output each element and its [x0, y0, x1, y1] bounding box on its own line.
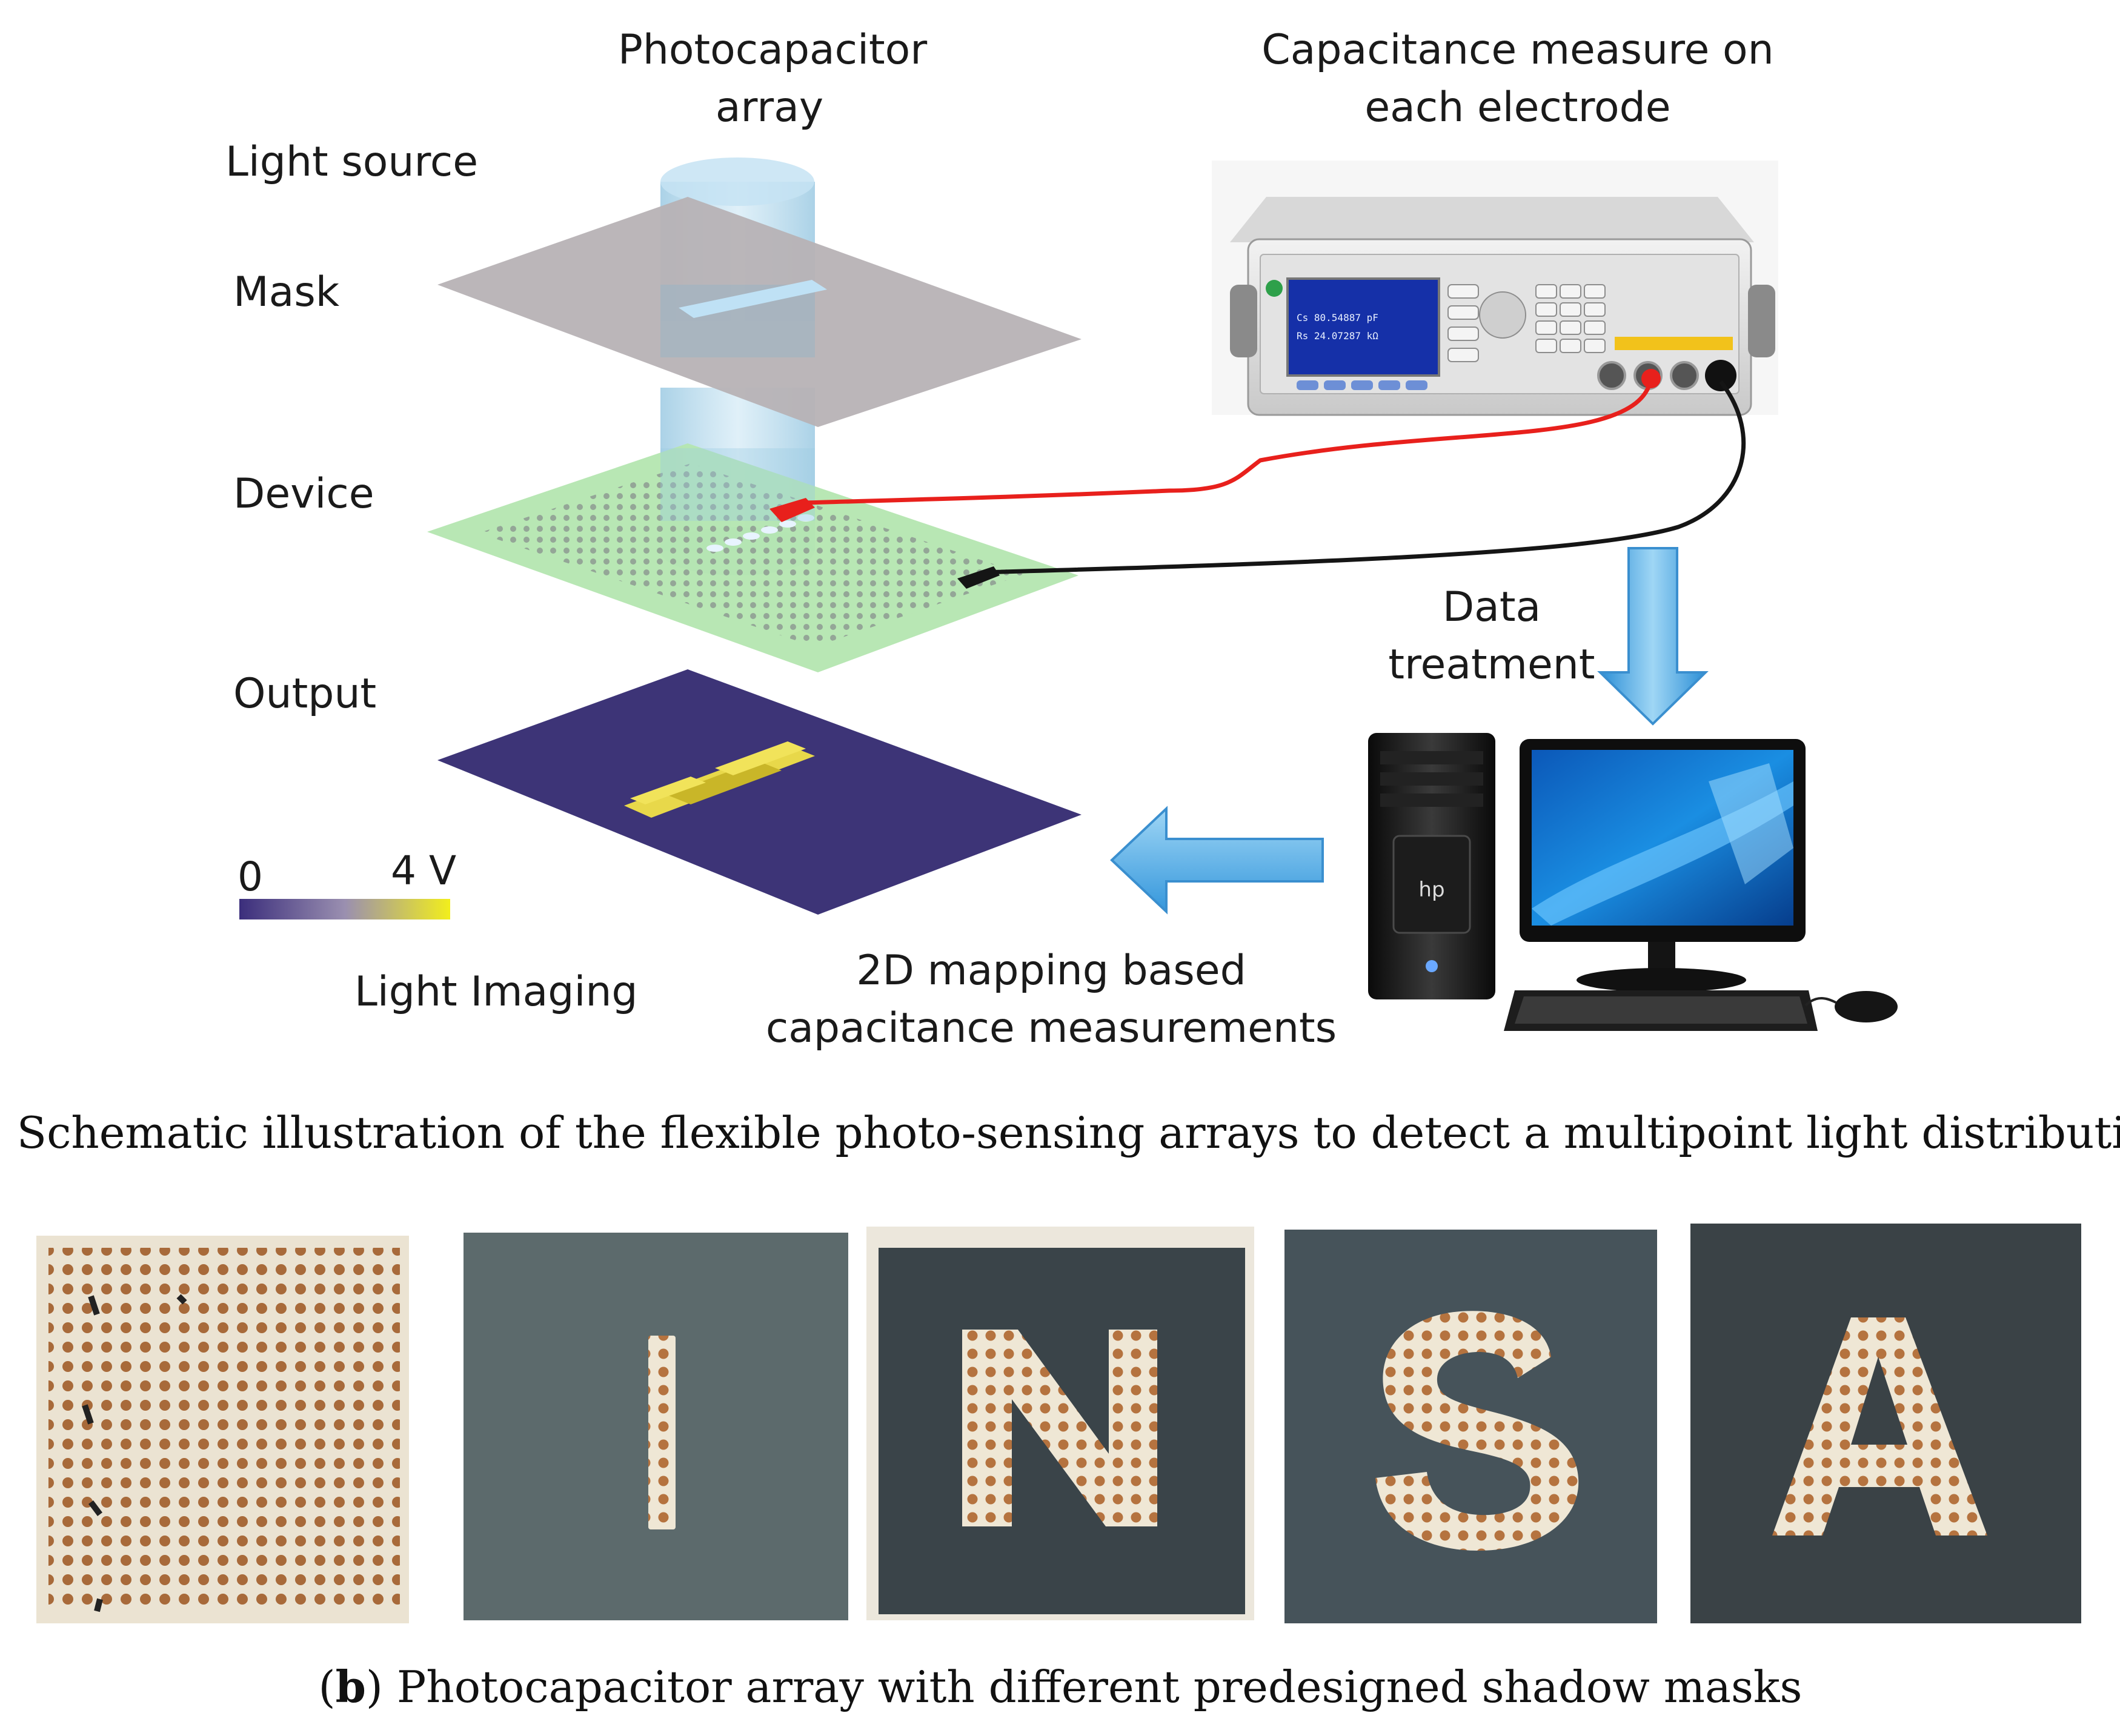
treatment-label: treatment — [1388, 641, 1595, 689]
scale-max-label: 4 V — [391, 847, 456, 894]
letter-n-cutout — [962, 1330, 1157, 1526]
photocapacitor-label-2: array — [716, 84, 823, 131]
data-treatment-arrow — [1597, 547, 1709, 726]
device-plane — [427, 443, 1078, 672]
red-cable — [805, 378, 1653, 505]
black-cable — [981, 380, 1746, 575]
scale-bar — [239, 899, 450, 919]
data-label: Data — [1443, 583, 1541, 631]
mask-slit — [679, 280, 827, 318]
pc-brand: hp — [1418, 878, 1444, 902]
device-label: Device — [233, 470, 374, 518]
output-label: Output — [233, 670, 376, 718]
letter-a-cutout — [1772, 1317, 1987, 1536]
capmeasure-label-1: Capacitance measure on — [1261, 26, 1773, 74]
mouse — [1835, 991, 1898, 1022]
photo-bare-array — [36, 1236, 409, 1623]
mask-plane — [437, 197, 1082, 427]
computer: hp — [1368, 733, 1898, 1031]
caption-a: (a) Schematic illustration of the flexib… — [0, 1107, 2120, 1158]
mapping-arrow — [1110, 806, 1324, 915]
meter-screen — [1286, 277, 1440, 377]
meter-keypad — [1447, 284, 1606, 362]
meter-softkeys — [1297, 380, 1427, 390]
photocapacitor-label-1: Photocapacitor — [618, 26, 927, 74]
warning-sticker — [1615, 337, 1733, 350]
output-light-pattern — [624, 741, 815, 818]
meter-screen-line2: Rs 24.07287 kΩ — [1297, 330, 1378, 342]
meter-terminals — [1597, 360, 1736, 391]
caption-b: (b) Photocapacitor array with different … — [318, 1661, 1802, 1712]
color-scale: 0 4 V — [238, 847, 456, 919]
photo-mask-n — [866, 1227, 1254, 1620]
light-imaging-label: Light Imaging — [354, 968, 638, 1016]
light-source-label: Light source — [225, 138, 478, 186]
lcr-meter: Cs 80.54887 pF Rs 24.07287 kΩ — [1212, 161, 1778, 416]
power-button — [1266, 280, 1283, 297]
meter-screen-line1: Cs 80.54887 pF — [1297, 312, 1378, 323]
photo-mask-a — [1690, 1224, 2081, 1623]
scale-min-label: 0 — [238, 853, 263, 900]
capmeasure-label-2: each electrode — [1364, 84, 1670, 131]
letter-s-cutout — [1375, 1311, 1579, 1551]
red-probe — [769, 498, 815, 522]
illuminated-electrodes — [706, 514, 814, 552]
mapping-label-2: capacitance measurements — [766, 1004, 1337, 1052]
output-plane — [437, 669, 1082, 915]
black-probe — [957, 566, 1000, 589]
mask-label: Mask — [233, 268, 340, 316]
mapping-label-1: 2D mapping based — [856, 947, 1246, 995]
photo-mask-i — [464, 1233, 848, 1620]
photo-mask-s — [1284, 1230, 1657, 1623]
